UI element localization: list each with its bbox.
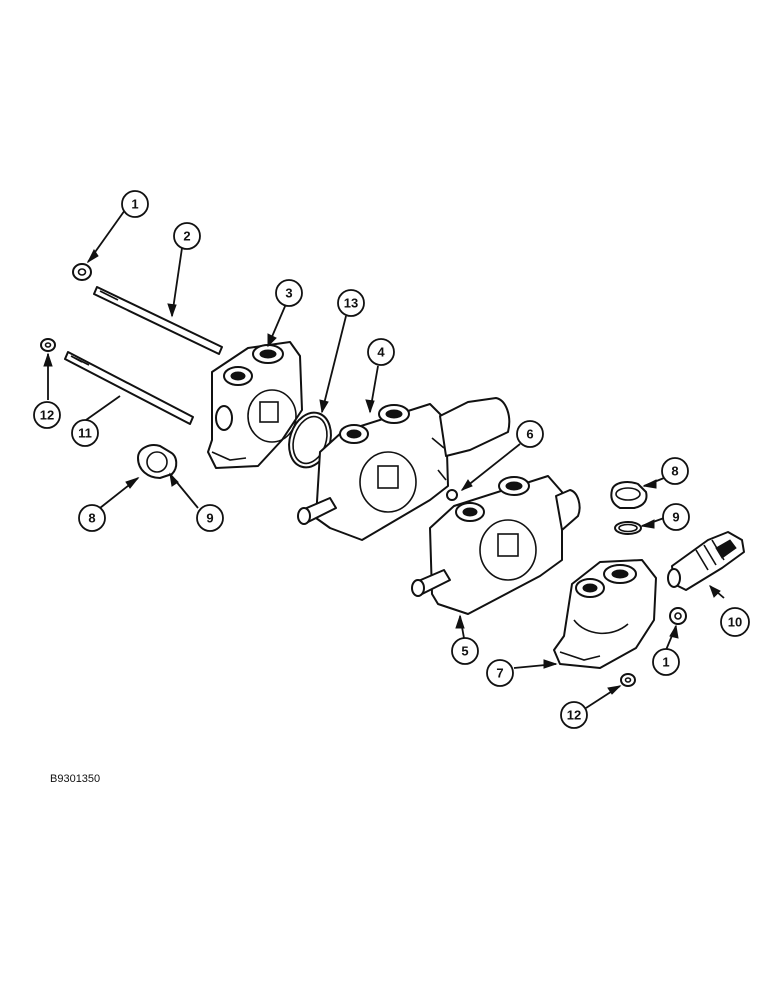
part-check-ball (446, 489, 458, 501)
callout-8-left: 8 (78, 504, 106, 532)
part-plug-left (137, 444, 178, 479)
svg-text:1: 1 (131, 197, 138, 212)
svg-text:3: 3 (285, 286, 292, 301)
part-valve-section-5 (411, 475, 581, 615)
callout-9-right: 9 (662, 503, 690, 531)
callout-9-left: 9 (196, 504, 224, 532)
callout-10: 10 (720, 607, 750, 637)
svg-text:13: 13 (344, 296, 358, 311)
part-nut-lower (620, 673, 636, 687)
svg-text:12: 12 (567, 708, 581, 723)
leader-6 (461, 443, 521, 491)
part-outlet-cover (553, 559, 657, 669)
svg-text:2: 2 (183, 229, 190, 244)
part-plug-right (610, 481, 648, 509)
callout-13: 13 (337, 289, 365, 317)
part-relief-valve (667, 531, 745, 591)
svg-text:6: 6 (526, 427, 533, 442)
svg-text:7: 7 (496, 666, 503, 681)
callout-2: 2 (173, 222, 201, 250)
part-nut-left (40, 338, 56, 352)
part-nut-lower-right (669, 607, 687, 625)
callout-11: 11 (71, 419, 99, 447)
callout-12-lower: 12 (560, 701, 588, 729)
callout-5: 5 (451, 637, 479, 665)
svg-text:11: 11 (78, 426, 92, 441)
callout-12-left: 12 (33, 401, 61, 429)
part-inlet-cover (207, 341, 303, 469)
callout-3: 3 (275, 279, 303, 307)
svg-text:1: 1 (662, 655, 669, 670)
svg-text:8: 8 (671, 464, 678, 479)
part-valve-section-4 (297, 397, 511, 541)
svg-text:10: 10 (728, 615, 742, 630)
svg-text:9: 9 (206, 511, 213, 526)
figure-reference-code: B9301350 (50, 773, 100, 785)
arrowheads (43, 249, 721, 695)
callout-1-upper: 1 (121, 190, 149, 218)
callout-4: 4 (367, 338, 395, 366)
part-tie-rod-lower (64, 351, 194, 425)
part-nut-upper (72, 263, 92, 281)
callout-7: 7 (486, 659, 514, 687)
svg-text:4: 4 (377, 345, 385, 360)
part-o-ring-right (614, 521, 642, 535)
svg-text:8: 8 (88, 511, 95, 526)
callout-1-lower: 1 (652, 648, 680, 676)
callout-6: 6 (516, 420, 544, 448)
part-tie-rod-upper (93, 286, 223, 355)
leader-11 (85, 395, 121, 421)
svg-text:12: 12 (40, 408, 54, 423)
callout-8-right: 8 (661, 457, 689, 485)
leader-13 (321, 315, 347, 413)
svg-text:9: 9 (672, 510, 679, 525)
svg-text:5: 5 (461, 644, 468, 659)
